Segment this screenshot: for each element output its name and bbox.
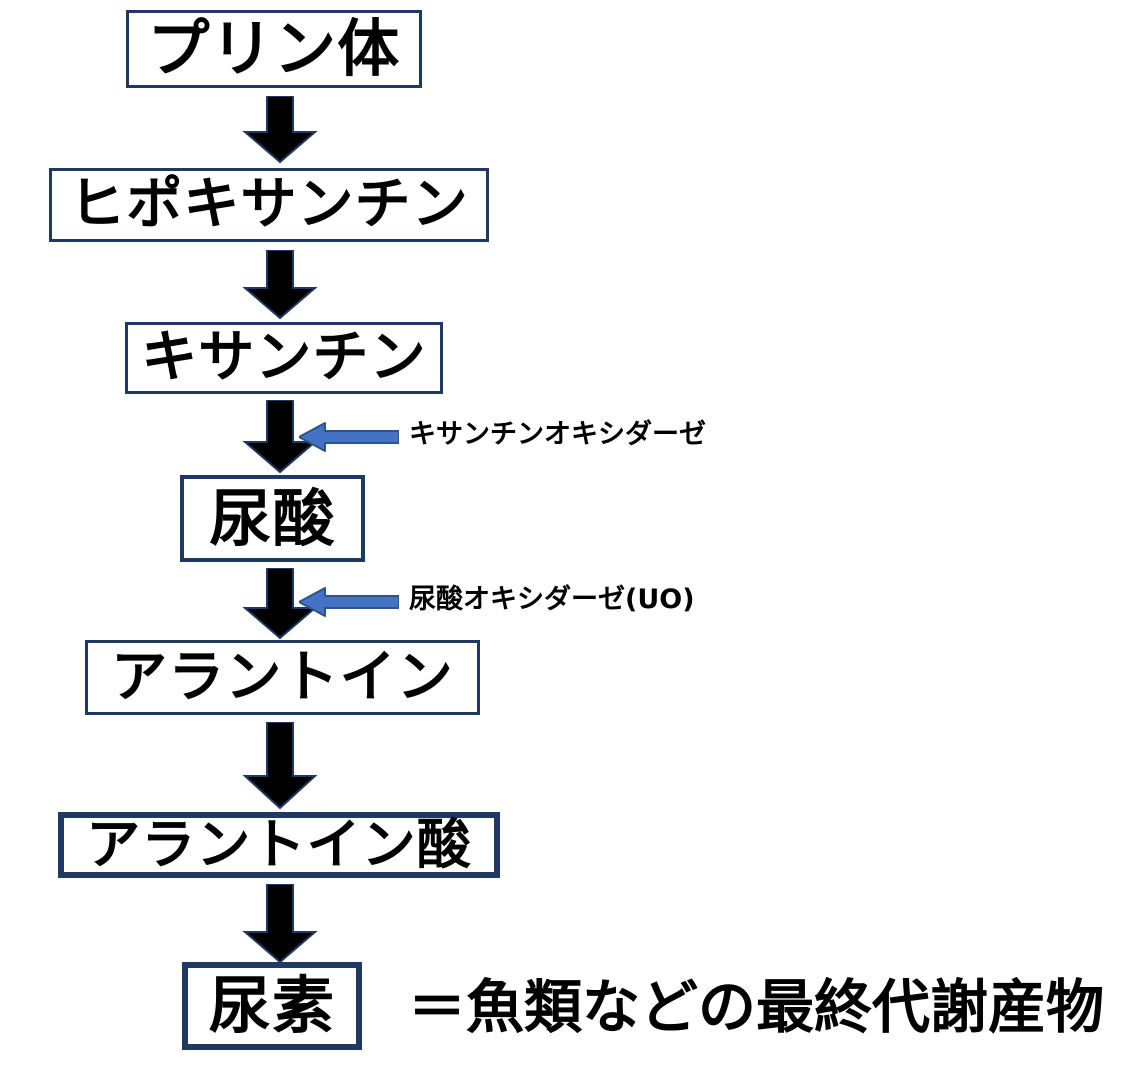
node-allantoin-label: アラントイン bbox=[111, 644, 454, 710]
enzyme-arrow-xanthine-oxidase bbox=[299, 421, 399, 453]
node-urea-label: 尿素 bbox=[208, 969, 336, 1042]
enzyme-label-xanthine-oxidase: キサンチンオキシダーゼ bbox=[409, 419, 706, 450]
node-hypoxanthine[interactable]: ヒポキサンチン bbox=[49, 168, 489, 242]
node-xanthine-label: キサンチン bbox=[141, 325, 427, 390]
enzyme-label-urate-oxidase: 尿酸オキシダーゼ(UO) bbox=[409, 584, 695, 615]
annotation-final-metabolite: ＝魚類などの最終代謝産物 bbox=[408, 973, 1105, 1041]
node-allantoic-acid-label: アラントイン酸 bbox=[86, 813, 472, 876]
node-hypoxanthine-label: ヒポキサンチン bbox=[69, 172, 469, 237]
node-purine[interactable]: プリン体 bbox=[126, 10, 422, 88]
node-xanthine[interactable]: キサンチン bbox=[125, 322, 443, 394]
node-purine-label: プリン体 bbox=[147, 12, 401, 85]
node-allantoic-acid[interactable]: アラントイン酸 bbox=[58, 812, 500, 878]
flow-arrow-xanthine-to-uric-acid bbox=[236, 400, 324, 474]
node-urea[interactable]: 尿素 bbox=[182, 962, 362, 1050]
flow-arrow-allantoin-to-allantoic-acid bbox=[236, 722, 324, 810]
node-uric-acid[interactable]: 尿酸 bbox=[180, 475, 365, 562]
flow-arrow-hypoxanthine-to-xanthine bbox=[236, 250, 324, 320]
flow-arrow-purine-to-hypoxanthine bbox=[236, 96, 324, 164]
node-uric-acid-label: 尿酸 bbox=[209, 481, 336, 555]
enzyme-arrow-urate-oxidase bbox=[299, 586, 399, 618]
node-allantoin[interactable]: アラントイン bbox=[85, 640, 480, 715]
flow-arrow-uric-acid-to-allantoin bbox=[236, 568, 324, 640]
flow-arrow-allantoic-acid-to-urea bbox=[236, 884, 324, 964]
